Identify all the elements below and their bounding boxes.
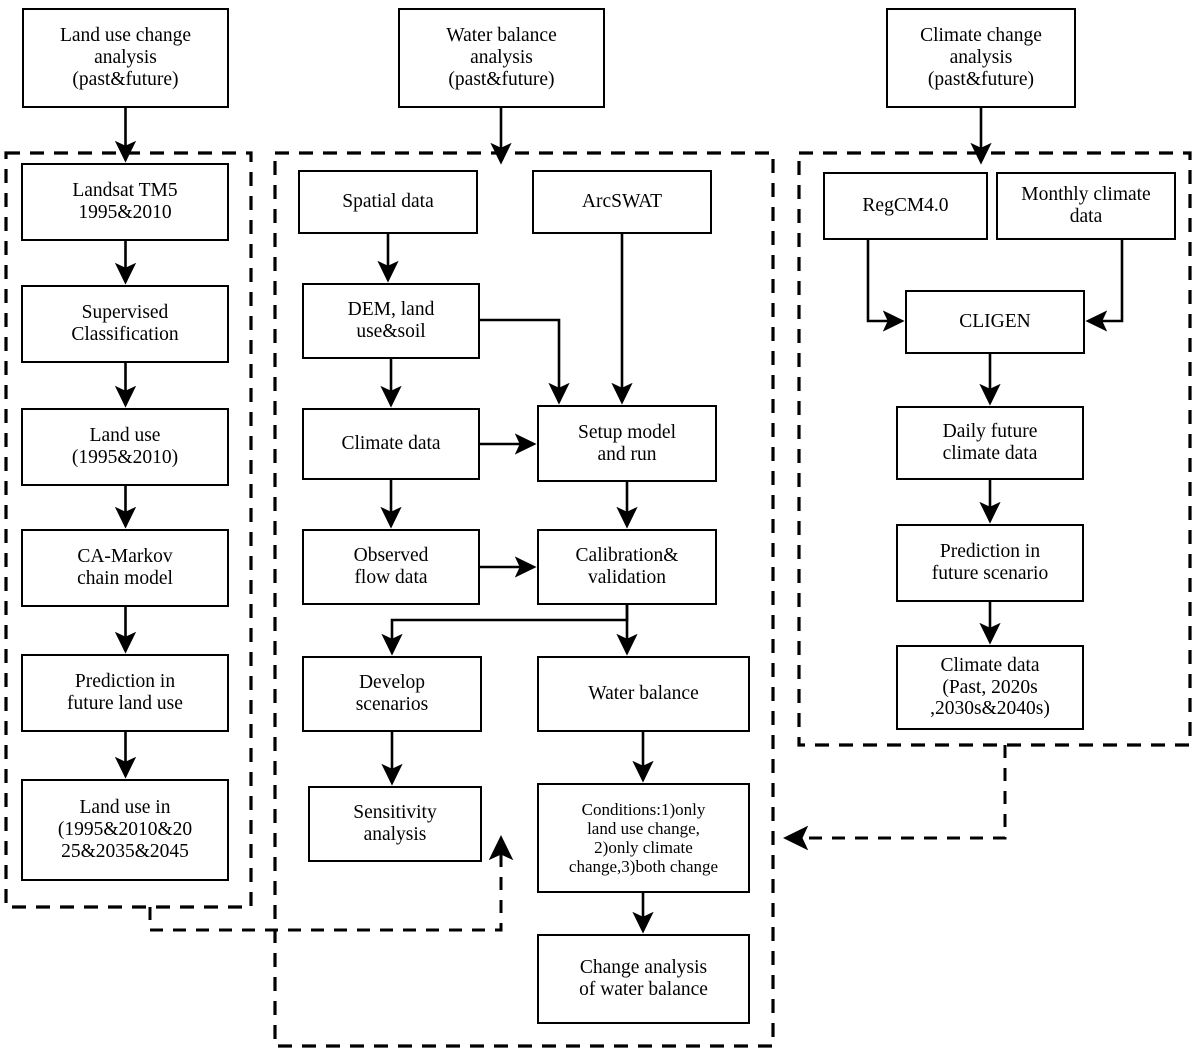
node-supervised-classification[interactable]: Supervised Classification (21, 285, 229, 363)
node-cligen[interactable]: CLIGEN (905, 290, 1085, 354)
node-conditions[interactable]: Conditions:1)only land use change, 2)onl… (537, 783, 750, 893)
group-water-balance (273, 151, 775, 1048)
node-monthly-climate-data[interactable]: Monthly climate data (996, 172, 1176, 240)
node-dem-land-use-soil[interactable]: DEM, land use&soil (302, 283, 480, 359)
node-sensitivity-analysis[interactable]: Sensitivity analysis (308, 786, 482, 862)
node-climate-change-analysis[interactable]: Climate change analysis (past&future) (886, 8, 1076, 108)
node-change-analysis-of-water-balance[interactable]: Change analysis of water balance (537, 934, 750, 1024)
edge-calibration-to-develop (381, 605, 629, 656)
node-prediction-future-land-use[interactable]: Prediction in future land use (21, 654, 229, 732)
edge-monthly-to-cligen (1085, 240, 1124, 332)
node-land-use-change-analysis[interactable]: Land use change analysis (past&future) (22, 8, 229, 108)
group-land-use-change (4, 151, 253, 909)
edge-climategroup-to-conditions (783, 745, 1007, 851)
node-calibration-validation[interactable]: Calibration& validation (537, 529, 717, 605)
node-climate-data-mid[interactable]: Climate data (302, 408, 480, 480)
node-develop-scenarios[interactable]: Develop scenarios (302, 656, 482, 732)
node-landsat-tm5[interactable]: Landsat TM5 1995&2010 (21, 163, 229, 241)
group-climate-change (797, 151, 1192, 747)
node-spatial-data[interactable]: Spatial data (298, 170, 478, 234)
node-climate-data-right[interactable]: Climate data (Past, 2020s ,2030s&2040s) (896, 645, 1084, 730)
node-daily-future-climate-data[interactable]: Daily future climate data (896, 406, 1084, 480)
edge-dem-to-setup (480, 318, 570, 405)
node-regcm40[interactable]: RegCM4.0 (823, 172, 988, 240)
node-land-use-1995-2010[interactable]: Land use (1995&2010) (21, 408, 229, 486)
node-ca-markov-chain-model[interactable]: CA-Markov chain model (21, 529, 229, 607)
node-prediction-future-scenario[interactable]: Prediction in future scenario (896, 524, 1084, 602)
node-setup-model-and-run[interactable]: Setup model and run (537, 405, 717, 482)
node-water-balance[interactable]: Water balance (537, 656, 750, 732)
node-observed-flow-data[interactable]: Observed flow data (302, 529, 480, 605)
node-land-use-in-years[interactable]: Land use in (1995&2010&20 25&2035&2045 (21, 779, 229, 881)
edge-landusegroup-to-conditions (148, 835, 514, 932)
node-arcswat[interactable]: ArcSWAT (532, 170, 712, 234)
node-water-balance-analysis[interactable]: Water balance analysis (past&future) (398, 8, 605, 108)
edge-regcm-to-cligen (866, 240, 905, 332)
